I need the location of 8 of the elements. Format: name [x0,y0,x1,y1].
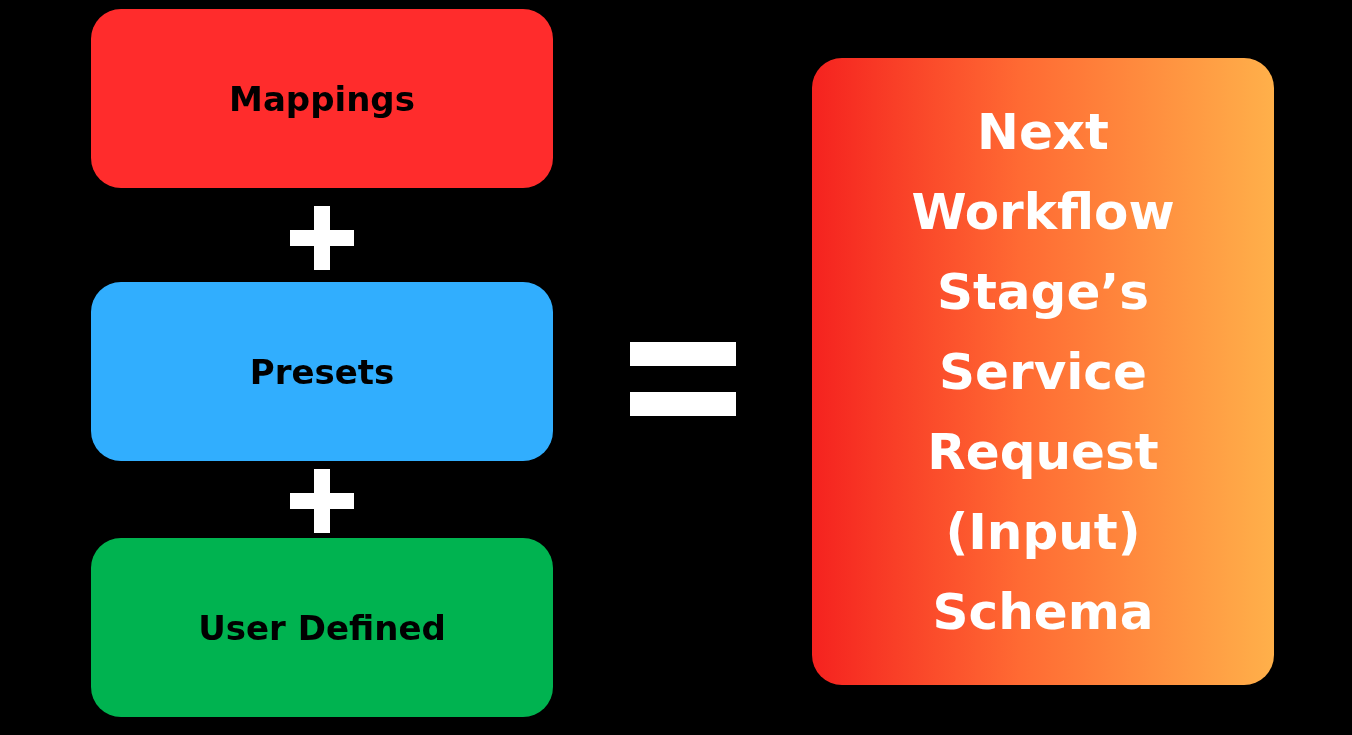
box-label: User Defined [198,607,446,648]
box-label: Next Workflow Stage’s Service Request (Input) Schema [910,101,1176,643]
presets-box [91,282,553,461]
user-defined-box [91,538,553,717]
result-box [812,58,1274,685]
box-label: Presets [249,351,395,392]
mappings-box [91,9,553,188]
box-label: Mappings [229,78,415,119]
